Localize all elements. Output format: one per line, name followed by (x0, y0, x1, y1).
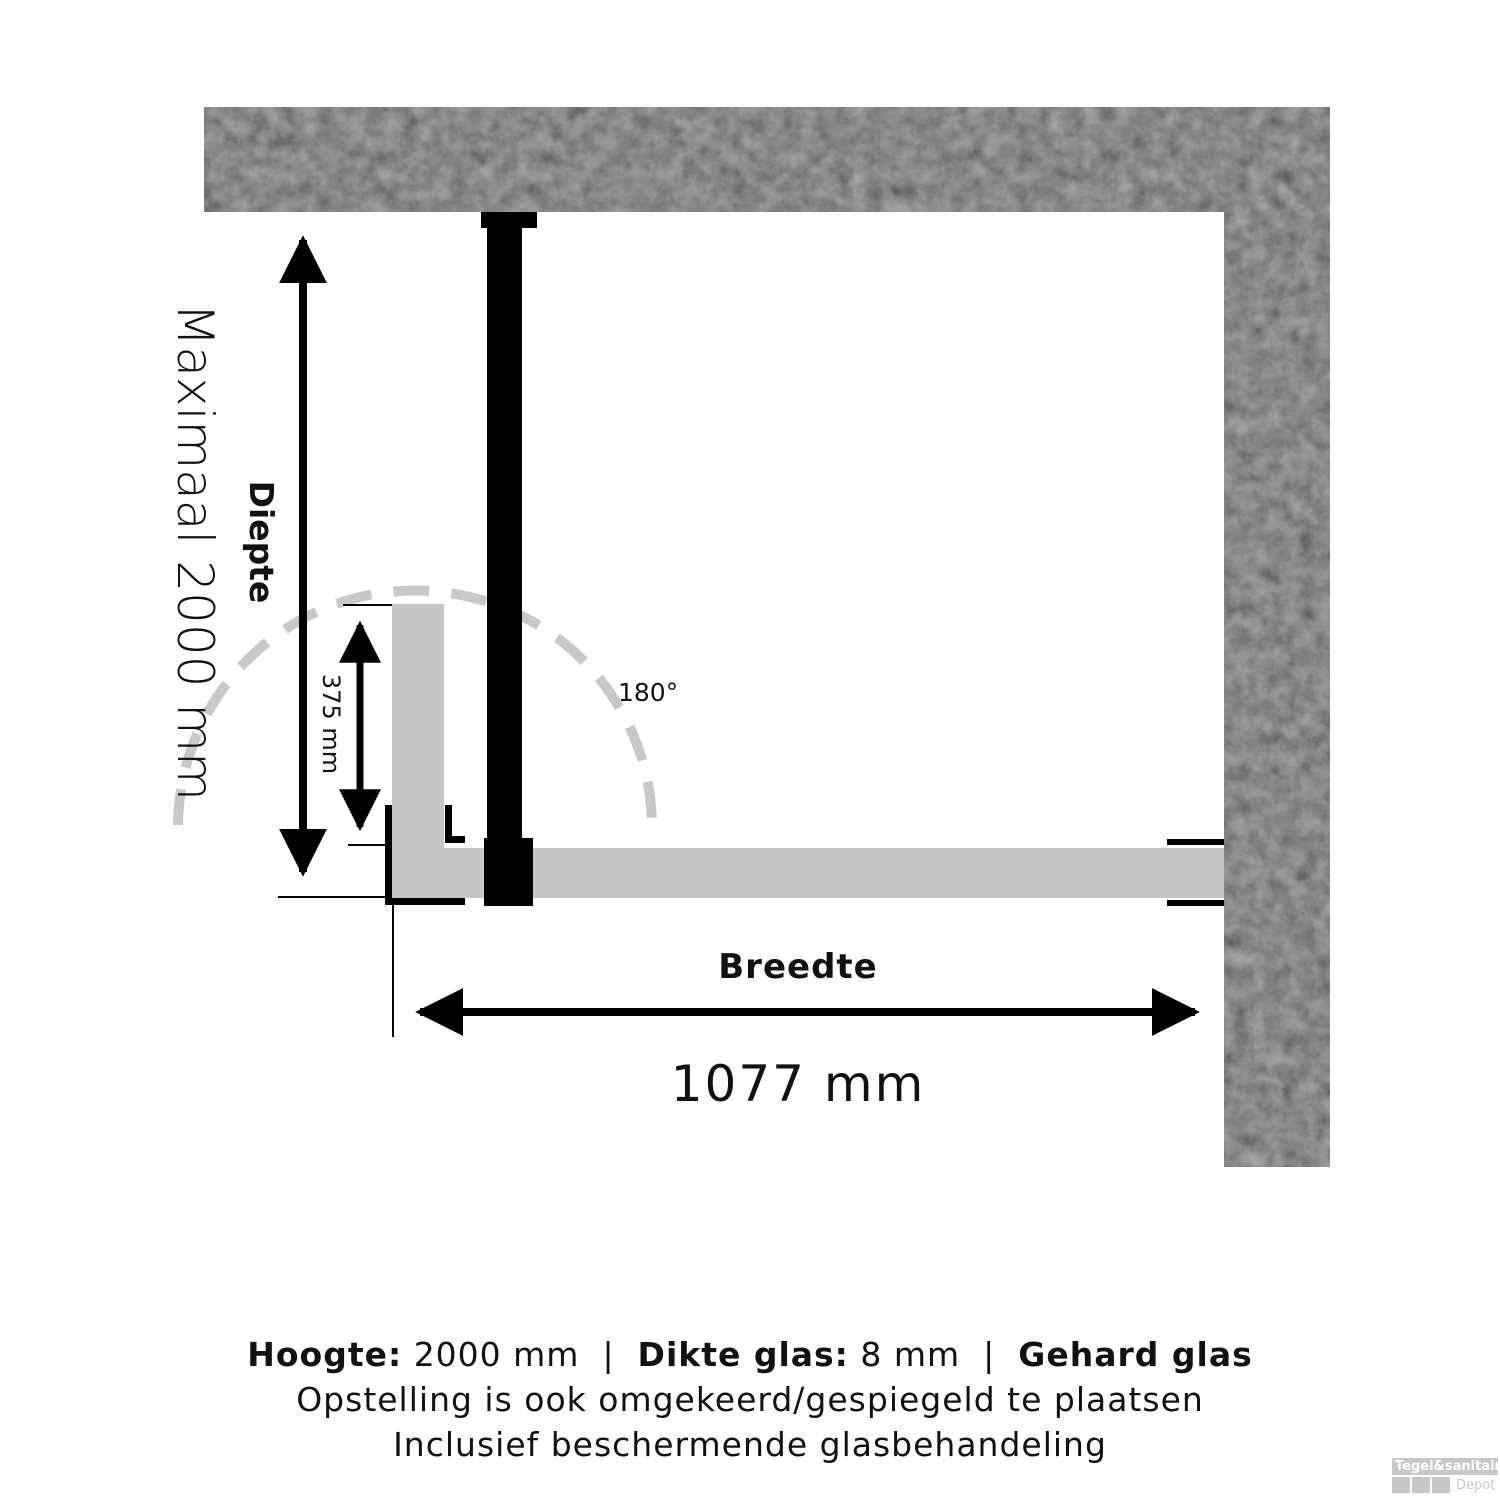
logo-square (1412, 1477, 1430, 1493)
height-value: 2000 mm (413, 1335, 580, 1374)
profiles (385, 212, 1224, 906)
stone-wall (204, 107, 1330, 1167)
door-swing-arc (173, 585, 658, 831)
thickness-key: Dikte glas: (637, 1335, 849, 1374)
glass-type: Gehard glas (1018, 1335, 1253, 1374)
specs-block: Hoogte: 2000 mm | Dikte glas: 8 mm | Geh… (0, 1332, 1500, 1467)
width-value: 1077 mm (671, 1055, 926, 1113)
depth-label: Diepte (242, 481, 281, 604)
height-key: Hoogte: (247, 1335, 403, 1374)
logo-top-text: Tegel&sanitair (1392, 1458, 1500, 1475)
drop-icon (1392, 1477, 1410, 1493)
logo-bottom-text: Depot (1456, 1477, 1496, 1493)
brand-logo: Tegel&sanitair Depot (1392, 1458, 1500, 1493)
separator: | (602, 1335, 615, 1374)
angle-label: 180° (618, 678, 678, 707)
separator: | (983, 1335, 996, 1374)
width-label: Breedte (718, 947, 877, 987)
dimension-lines (278, 235, 1200, 1037)
specs-line-3: Inclusief beschermende glasbehandeling (393, 1425, 1107, 1464)
thickness-value: 8 mm (860, 1335, 961, 1374)
specs-line-1: Hoogte: 2000 mm | Dikte glas: 8 mm | Geh… (0, 1332, 1500, 1377)
glass-panels (392, 604, 1224, 898)
door-width-label: 375 mm (317, 674, 345, 774)
specs-line-2: Opstelling is ook omgekeerd/gespiegeld t… (296, 1380, 1204, 1419)
max-depth-label: Maximaal 2000 mm (166, 303, 224, 801)
logo-square (1432, 1477, 1450, 1493)
